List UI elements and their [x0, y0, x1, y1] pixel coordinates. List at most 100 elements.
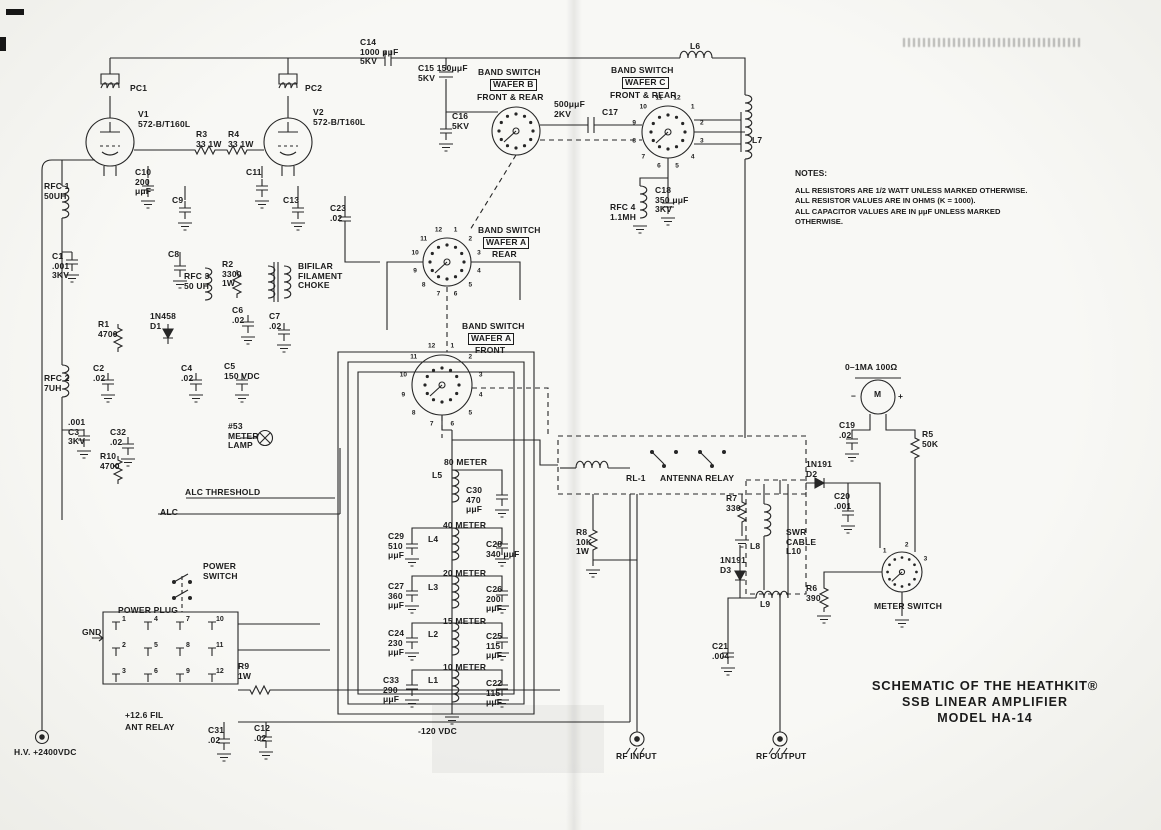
c1-label: C1 .001 3KV [52, 251, 70, 281]
band-switch-a-front-title: BAND SWITCH [462, 321, 525, 331]
l4-label: L4 [428, 534, 439, 544]
c6-label: C6 .02 [232, 305, 245, 325]
alc-threshold-label: ALC THRESHOLD [185, 487, 261, 497]
c24-label: C24 230 μμF [388, 628, 405, 658]
meter-network [720, 477, 882, 676]
c7-label: C7 .02 [269, 311, 282, 331]
l1-label: L1 [428, 675, 439, 685]
l5-label: L5 [432, 470, 443, 480]
band-switch-b-frontrear: FRONT & REAR [477, 92, 544, 102]
rfc4-label: RFC 4 1.1MH [610, 202, 637, 222]
c25-label: C25 115 μμF [486, 631, 503, 661]
meter-plus-label: + [898, 391, 904, 401]
l8-label: L8 [750, 541, 761, 551]
c11-label: C11 [246, 167, 262, 177]
ant-relay-label: ANT RELAY [125, 722, 175, 732]
wafer-b-box: WAFER B [490, 79, 537, 91]
band-switch-shaft [442, 155, 548, 438]
neg120-label: -120 VDC [418, 726, 457, 736]
c32-label: C32 .02 [110, 427, 127, 447]
coupling-c15-c16 [438, 58, 498, 152]
title-line-2: SSB LINEAR AMPLIFIER [901, 695, 1069, 709]
r8-label: R8 10K 1W [576, 527, 593, 557]
scan-speck [6, 9, 24, 15]
r4-label: R4 33 1W [228, 129, 254, 149]
band-switch-c-frontrear: FRONT & REAR [610, 90, 677, 100]
band-20m-label: 20 METER [443, 568, 487, 578]
power-switch-label: POWER SWITCH [203, 561, 238, 581]
band-switch-b-title: BAND SWITCH [478, 67, 541, 77]
band-switch-a-rear-title: BAND SWITCH [478, 225, 541, 235]
rfc1-label: RFC 1 50UH [44, 181, 70, 201]
left-rail-rfc [61, 160, 92, 520]
c20-label: C20 .001 [834, 491, 852, 511]
r3-label: R3 33 1W [196, 129, 222, 149]
plug-pin-number: 9 [186, 668, 190, 675]
v2-label: V2 572-B/T160L [313, 107, 366, 127]
l6-label: L6 [690, 41, 701, 51]
meter-lamp-label: #53 METER LAMP [228, 421, 259, 451]
c16-label: C16 5KV [452, 111, 470, 131]
c33-label: C33 290 μμF [383, 675, 400, 705]
d2-label: 1N191 D2 [806, 459, 833, 479]
c30-label: C30 470 μμF [466, 485, 483, 515]
resistor-r3-r4 [134, 145, 264, 155]
meter-m-label: M [874, 389, 882, 399]
c19-label: C19 .02 [839, 420, 856, 440]
r2-label: R2 3300 1W [222, 259, 242, 289]
tube-v1 [86, 58, 134, 176]
bottom-buses [216, 494, 630, 762]
plug-pin-number: 10 [216, 616, 224, 623]
v1-label: V1 572-B/T160L [138, 109, 191, 129]
notes-line: ALL CAPACITOR VALUES ARE IN μμF UNLESS M… [795, 206, 1001, 216]
hv-label: H.V. +2400VDC [14, 747, 77, 757]
wafer-a-rear-box: WAFER A [483, 237, 530, 249]
meter-range-label: 0–1MA 100Ω [845, 362, 898, 372]
notes-block: NOTES: ALL RESISTORS ARE 1/2 WATT UNLESS… [795, 168, 1080, 227]
c8-label: C8 [168, 249, 180, 259]
rfc3-label: RFC 3 50 UH [184, 271, 210, 291]
band-40m-label: 40 METER [443, 520, 487, 530]
swr-cable-box [740, 480, 806, 599]
r9-label: R9 1W [238, 661, 252, 681]
panel-meter [844, 378, 920, 552]
r5-label: R5 50K [922, 429, 939, 449]
pc1-label: PC1 [130, 83, 148, 93]
rf-input-label: RF INPUT [616, 751, 657, 761]
antenna-relay-label: ANTENNA RELAY [660, 473, 735, 483]
band-switch-a-rear-pos: REAR [492, 249, 517, 259]
gnd-label: GND [82, 627, 102, 637]
title-block: SCHEMATIC OF THE HEATHKIT® SSB LINEAR AM… [845, 678, 1125, 725]
c21-label: C21 .004 [712, 641, 730, 661]
l2-label: L2 [428, 629, 439, 639]
wafer-a-front-box: WAFER A [468, 333, 515, 345]
antenna-relay-box [452, 436, 806, 494]
band-80m-label: 80 METER [444, 457, 488, 467]
plate-bus [110, 50, 753, 438]
power-switch-symbol [172, 574, 192, 612]
c5-label: C5 150 VDC [224, 361, 260, 381]
title-line-3: MODEL HA-14 [937, 711, 1033, 725]
swr-cable-label: SWR CABLE L10 [786, 527, 817, 557]
c18-label: C18 350 μμF 3KV [655, 185, 689, 215]
scan-speck [0, 37, 6, 51]
c12-label: C12 .02 [254, 723, 271, 743]
l9-label: L9 [760, 599, 771, 609]
plug-pin-number: 5 [154, 642, 158, 649]
c13-label: C13 [283, 195, 300, 205]
page-fold-seam [566, 0, 582, 830]
band-switch-wafer-a-front [412, 355, 472, 415]
plug-pin-number: 8 [186, 642, 190, 649]
c17-value-label: 500μμF 2KV [554, 99, 585, 119]
c15-label: C15 150μμF 5KV [418, 63, 468, 83]
meter-minus-label: − [851, 391, 857, 401]
l3-label: L3 [428, 582, 439, 592]
plug-pin-number: 3 [122, 668, 126, 675]
c22-label: C22 115 μμF [486, 678, 503, 708]
r10-label: R10 4700 [100, 451, 120, 471]
rfc2-label: RFC 2 7UH [44, 373, 70, 393]
band-switch-wafer-c [632, 106, 745, 234]
hv-terminal [36, 160, 96, 744]
